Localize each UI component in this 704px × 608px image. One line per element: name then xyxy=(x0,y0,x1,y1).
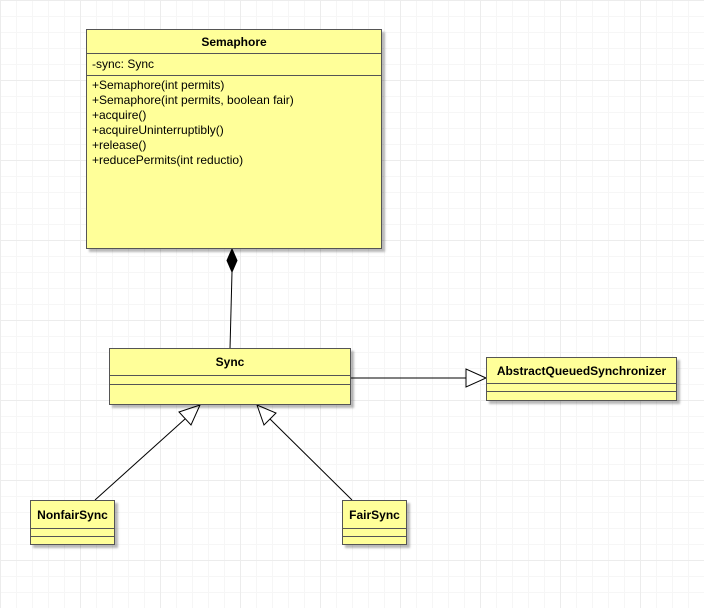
fair-operations-compartment xyxy=(343,537,406,544)
sync-operations-compartment xyxy=(110,385,350,404)
nonfair-attributes-compartment xyxy=(31,529,114,537)
generalization-arrowhead-aqs xyxy=(465,368,488,388)
operation-constructor-permits: +Semaphore(int permits) xyxy=(92,78,225,92)
class-fair-sync[interactable]: FairSync xyxy=(342,500,407,545)
generalization-arrowhead-nonfair xyxy=(178,404,201,426)
class-name-nonfair-sync: NonfairSync xyxy=(31,501,114,529)
class-name-fair-sync: FairSync xyxy=(343,501,406,529)
operation-reduce-permits: +reducePermits(int reductio) xyxy=(92,153,244,167)
class-abstract-queued-synchronizer[interactable]: AbstractQueuedSynchronizer xyxy=(486,357,677,401)
composition-diamond xyxy=(226,247,238,274)
class-name-sync: Sync xyxy=(110,349,350,376)
class-sync[interactable]: Sync xyxy=(109,348,351,405)
class-name-semaphore: Semaphore xyxy=(87,30,381,54)
generalization-edge-fair-sync xyxy=(269,418,353,501)
sync-attributes-compartment xyxy=(110,376,350,385)
operation-acquire-uninterruptibly: +acquireUninterruptibly() xyxy=(92,123,224,137)
operation-release: +release() xyxy=(92,138,147,152)
operation-constructor-permits-fair: +Semaphore(int permits, boolean fair) xyxy=(92,93,294,107)
composition-edge xyxy=(229,271,233,350)
attributes-compartment: -sync: Sync xyxy=(87,54,381,76)
operations-compartment: +Semaphore(int permits) +Semaphore(int p… xyxy=(87,76,381,168)
fair-attributes-compartment xyxy=(343,529,406,537)
aqs-attributes-compartment xyxy=(487,384,676,392)
aqs-operations-compartment xyxy=(487,392,676,400)
class-name-aqs: AbstractQueuedSynchronizer xyxy=(487,358,676,384)
nonfair-operations-compartment xyxy=(31,537,114,544)
attribute-sync: -sync: Sync xyxy=(92,57,155,71)
generalization-edge-nonfair-sync xyxy=(94,418,186,501)
operation-acquire: +acquire() xyxy=(92,108,147,122)
class-semaphore[interactable]: Semaphore -sync: Sync +Semaphore(int per… xyxy=(86,29,382,249)
class-nonfair-sync[interactable]: NonfairSync xyxy=(30,500,115,545)
generalization-arrowhead-fair xyxy=(256,404,277,426)
